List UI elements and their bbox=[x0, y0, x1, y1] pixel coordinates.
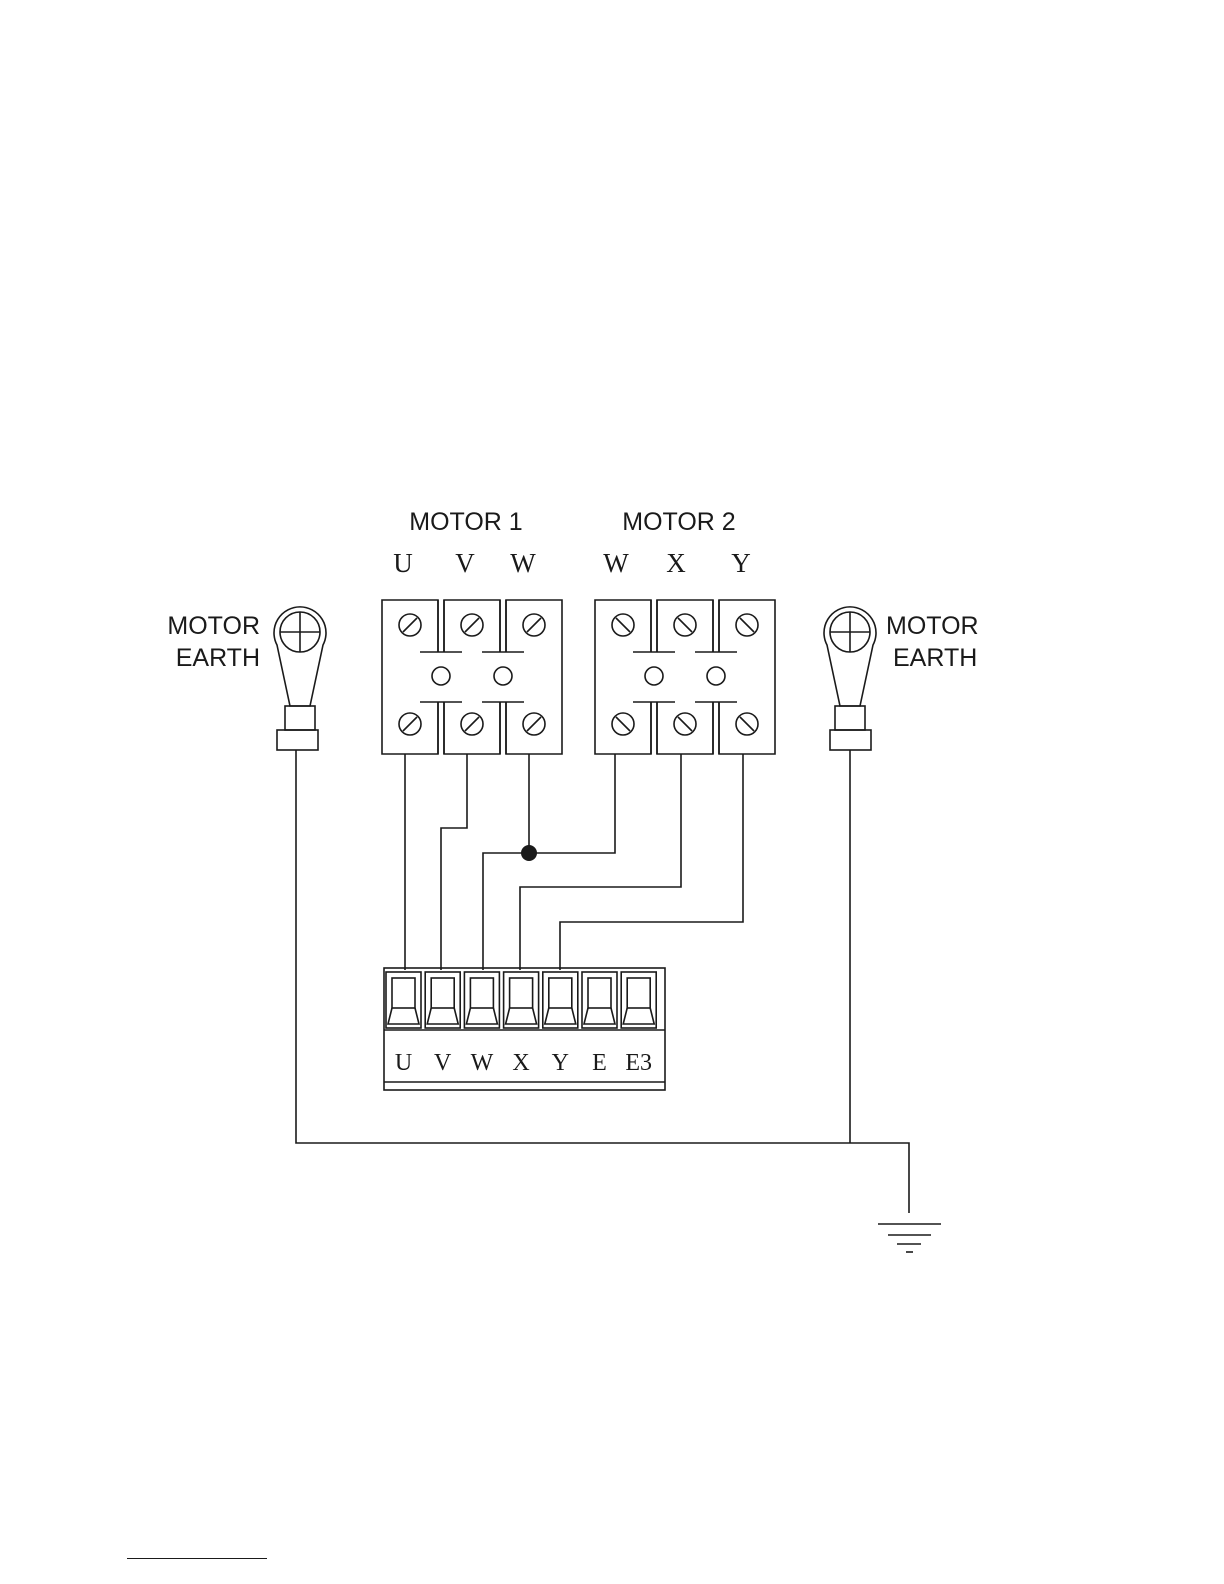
earth-right-label-line2: EARTH bbox=[893, 644, 977, 672]
connector-pin-label: U bbox=[395, 1050, 412, 1076]
screw-icon bbox=[523, 713, 545, 735]
connector-pin-label: Y bbox=[552, 1050, 569, 1076]
earth-left-label-line2: EARTH bbox=[176, 644, 260, 672]
motor-1-title: MOTOR 1 bbox=[409, 508, 522, 536]
screw-icon bbox=[674, 713, 696, 735]
connector-pin: U bbox=[386, 972, 421, 1076]
connector-pin-label: X bbox=[512, 1050, 529, 1076]
screw-icon bbox=[523, 614, 545, 636]
wiring bbox=[405, 754, 743, 970]
wire-y bbox=[560, 754, 743, 970]
screw-icon bbox=[736, 614, 758, 636]
wire-w-motor2 bbox=[483, 754, 615, 970]
motor-1-terminal-label: U bbox=[393, 548, 413, 578]
screw-icon bbox=[399, 614, 421, 636]
wire-earth-left bbox=[296, 750, 909, 1213]
screw-icon bbox=[736, 713, 758, 735]
connector-pin-label: W bbox=[471, 1050, 494, 1076]
screw-icon bbox=[612, 614, 634, 636]
connector-pin: E3 bbox=[621, 972, 656, 1076]
earth-right-label-line1: MOTOR bbox=[886, 612, 979, 640]
connector-pin-label: E3 bbox=[625, 1050, 652, 1076]
motor-1-terminal-label: V bbox=[455, 548, 475, 578]
ground-symbol-icon bbox=[878, 1224, 941, 1252]
motor-1-terminal-block bbox=[382, 600, 562, 754]
earth-wiring bbox=[296, 750, 909, 1213]
connector-pin: E bbox=[582, 972, 617, 1076]
ring-lug-icon bbox=[824, 607, 876, 750]
connector-pin: Y bbox=[543, 972, 578, 1076]
earth-left-label-line1: MOTOR bbox=[167, 612, 260, 640]
motor-1-terminal-label: W bbox=[510, 548, 536, 578]
connector-pin: X bbox=[504, 972, 539, 1076]
motor-2-terminal-label: W bbox=[603, 548, 629, 578]
screw-icon bbox=[674, 614, 696, 636]
junction-dot-icon bbox=[521, 845, 537, 861]
screw-icon bbox=[612, 713, 634, 735]
screw-icon bbox=[399, 713, 421, 735]
motor-2-terminal-label: X bbox=[666, 548, 686, 578]
connector-pin: W bbox=[464, 972, 499, 1076]
footnote-rule bbox=[127, 1558, 267, 1559]
motor-2-terminal-block bbox=[595, 600, 775, 754]
screw-icon bbox=[461, 713, 483, 735]
ring-lug-icon bbox=[274, 607, 326, 750]
wire-v bbox=[441, 754, 467, 970]
connector-pin: V bbox=[425, 972, 460, 1076]
motor-2-title: MOTOR 2 bbox=[622, 508, 735, 536]
screw-icon bbox=[461, 614, 483, 636]
connector-pin-label: V bbox=[434, 1050, 452, 1076]
motor-2-terminal-label: Y bbox=[731, 548, 751, 578]
connector-pin-label: E bbox=[592, 1050, 607, 1076]
wire-x bbox=[520, 754, 681, 970]
